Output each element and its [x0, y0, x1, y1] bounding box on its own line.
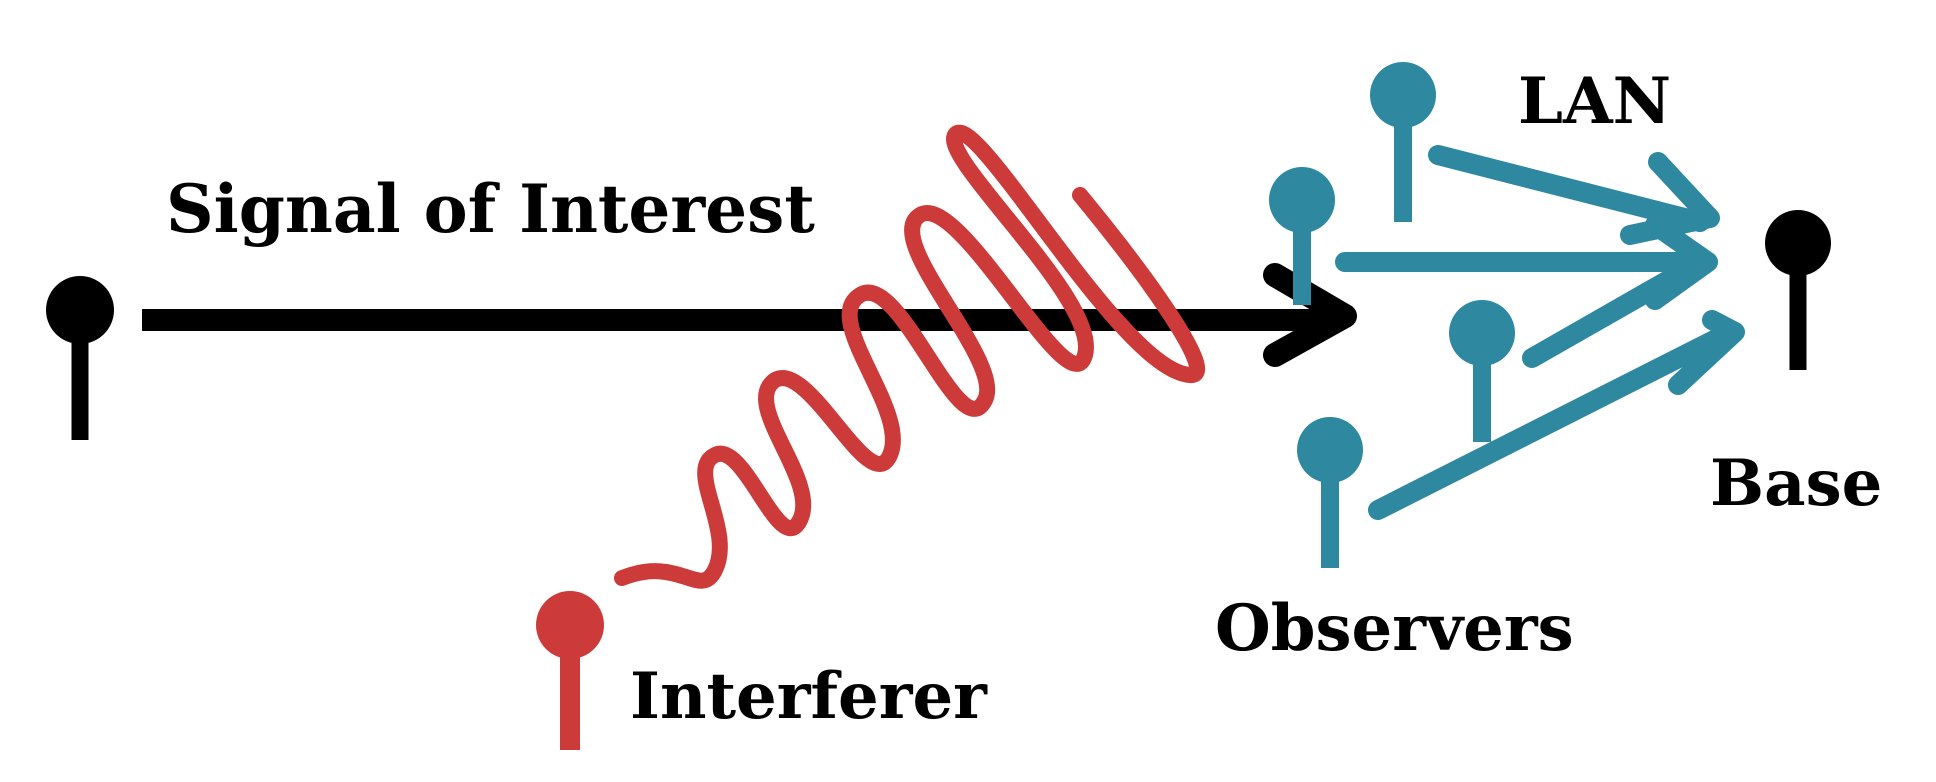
lan-link-4	[1368, 322, 1740, 520]
observer-node-3	[1449, 300, 1515, 442]
interferer-label: Interferer	[630, 659, 988, 734]
signal-source-node	[46, 276, 114, 440]
lan-arrowhead-3	[1668, 310, 1745, 395]
interferer-node	[536, 591, 604, 750]
lan-label: LAN	[1518, 64, 1671, 139]
interference-wave	[614, 124, 1206, 589]
lan-arrowhead-2	[1645, 215, 1718, 310]
observer-node-2	[1269, 167, 1335, 305]
observers-label: Observers	[1215, 591, 1574, 666]
base-station-node	[1765, 210, 1831, 370]
lan-link-1	[1428, 145, 1710, 232]
observer-node-1	[1370, 62, 1436, 222]
signal-of-interest-label: Signal of Interest	[166, 170, 815, 248]
lan-arrows	[1335, 145, 1745, 520]
observer-node-4	[1297, 417, 1363, 568]
base-label: Base	[1710, 446, 1882, 521]
